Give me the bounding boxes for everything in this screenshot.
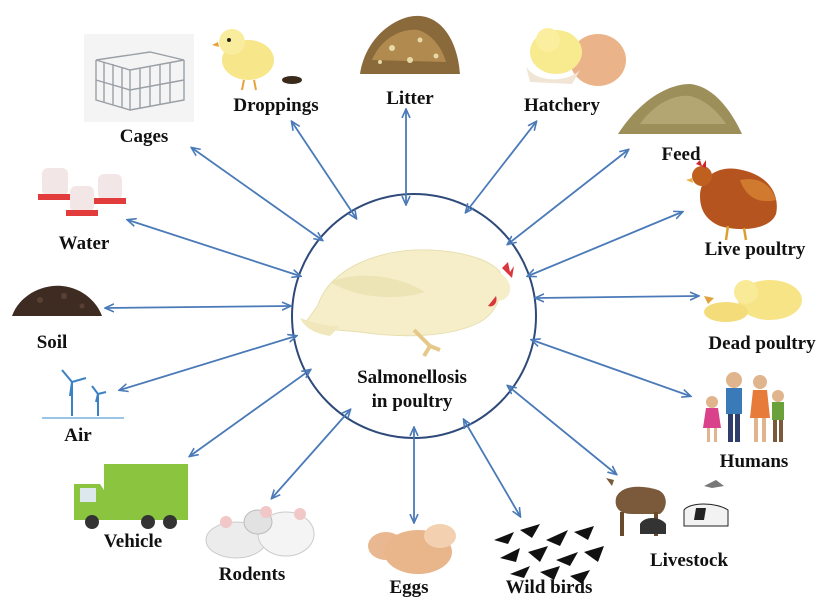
arrow-humans xyxy=(532,340,690,396)
label-eggs: Eggs xyxy=(389,578,428,597)
livestock-icon xyxy=(606,478,728,536)
arrow-hatchery xyxy=(466,122,536,212)
label-livestock: Livestock xyxy=(650,551,728,570)
arrow-livestock xyxy=(508,386,616,474)
wind-turbine-icon xyxy=(42,370,124,418)
label-vehicle: Vehicle xyxy=(104,532,162,551)
soil-pile-icon xyxy=(12,286,102,316)
label-humans: Humans xyxy=(720,452,789,471)
label-droppings: Droppings xyxy=(233,96,318,115)
label-hatchery: Hatchery xyxy=(524,96,600,115)
label-wild-birds: Wild birds xyxy=(506,578,593,597)
center-title-line1: Salmonellosis xyxy=(357,366,467,390)
label-air: Air xyxy=(64,426,91,445)
arrow-air xyxy=(120,336,296,390)
family-icon xyxy=(703,372,784,442)
center-title: Salmonellosis in poultry xyxy=(357,366,467,414)
arrow-soil xyxy=(106,306,290,308)
label-cages: Cages xyxy=(120,127,169,146)
arrow-live-poultry xyxy=(528,212,682,276)
arrow-feed xyxy=(508,150,628,244)
sick-hen-icon xyxy=(300,250,514,356)
water-feeder-icon xyxy=(38,168,126,216)
arrow-dead-poultry xyxy=(536,296,698,298)
label-rodents: Rodents xyxy=(219,565,286,584)
cages-icon xyxy=(84,34,194,122)
label-live-poultry: Live poultry xyxy=(705,240,806,259)
label-feed: Feed xyxy=(661,145,700,164)
label-dead-poultry: Dead poultry xyxy=(708,334,815,353)
dead-chicks-icon xyxy=(704,280,802,322)
eggs-icon xyxy=(368,524,456,574)
arrow-wild-birds xyxy=(464,420,520,516)
center-title-line2: in poultry xyxy=(357,390,467,414)
arrow-vehicle xyxy=(190,370,310,456)
wild-birds-icon xyxy=(494,524,604,584)
rats-icon xyxy=(206,506,314,558)
chick-icon xyxy=(212,29,302,90)
arrow-water xyxy=(128,220,300,276)
label-soil: Soil xyxy=(37,333,68,352)
hatching-chick-icon xyxy=(526,28,626,86)
feed-pile-icon xyxy=(618,84,742,134)
arrow-rodents xyxy=(272,410,350,498)
hen-icon xyxy=(686,160,777,240)
truck-icon xyxy=(74,464,188,529)
label-litter: Litter xyxy=(386,89,433,108)
arrow-cages xyxy=(192,148,322,240)
label-water: Water xyxy=(59,234,110,253)
arrow-droppings xyxy=(292,122,356,218)
litter-pile-icon xyxy=(360,16,460,74)
